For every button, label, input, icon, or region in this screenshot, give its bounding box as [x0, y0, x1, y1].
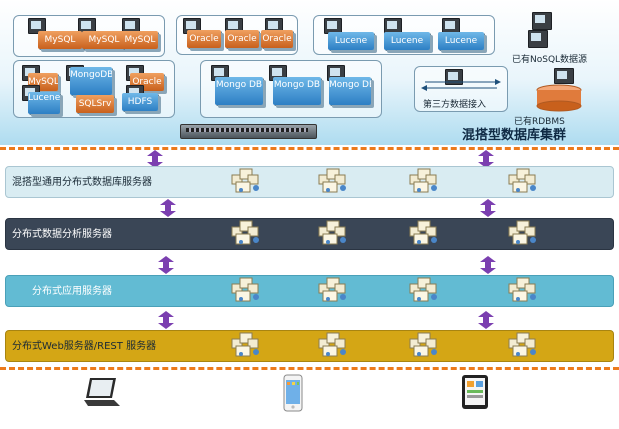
tier-label: 分布式Web服务器/REST 服务器 — [12, 340, 157, 352]
third-party-group: 第三方数据接入 — [414, 66, 508, 112]
server-node-icon — [231, 332, 260, 357]
mongodb-server: Mongo DB — [329, 77, 371, 105]
server-node-icon — [409, 332, 438, 357]
nosql-server-icon — [532, 12, 552, 30]
separator-line — [0, 367, 619, 370]
third-party-label: 第三方数据接入 — [423, 100, 487, 110]
oracle-server: Oracle — [261, 30, 293, 48]
lucene-server: Lucene — [438, 32, 484, 50]
server-node-icon — [508, 332, 537, 357]
mysql-group: MySQL MySQL MySQL — [13, 15, 165, 57]
server-node-icon — [231, 277, 260, 302]
server-node-icon — [231, 168, 260, 193]
tier-label: 分布式应用服务器 — [32, 285, 112, 297]
mongodb-server: Mongo DB — [215, 77, 263, 105]
monitor-icon — [445, 69, 463, 85]
mongodb-group: Mongo DB Mongo DB Mongo DB — [200, 60, 382, 118]
tier-label: 分布式数据分析服务器 — [12, 228, 112, 240]
oracle-server: Oracle — [225, 30, 259, 48]
mysql-server: MySQL — [82, 31, 126, 49]
server-node-icon — [508, 277, 537, 302]
switch-ports — [186, 128, 308, 132]
rdbms-label: 已有RDBMS — [514, 117, 565, 127]
oracle-server: Oracle — [187, 30, 221, 48]
smartphone-icon — [283, 374, 303, 412]
mixed-db-group: MySQL MongoDB Oracle Lucene SQLSrv HDFS — [13, 60, 175, 118]
hdfs-server: HDFS — [122, 93, 158, 111]
tablet-icon — [462, 375, 488, 409]
monitor-icon — [28, 18, 46, 34]
nosql-source-label: 已有NoSQL数据源 — [512, 55, 588, 65]
mysql-server: MySQL — [38, 31, 82, 49]
server-node-icon — [318, 277, 347, 302]
server-node-icon — [318, 332, 347, 357]
mongodb-server: MongoDB — [70, 67, 112, 95]
tier-general-db: 混搭型通用分布式数据库服务器 — [5, 166, 614, 198]
sqlsrv-server: SQLSrv — [76, 95, 114, 113]
server-node-icon — [508, 168, 537, 193]
lucene-server: Lucene — [328, 32, 374, 50]
server-node-icon — [231, 220, 260, 245]
laptop-icon — [84, 378, 120, 406]
database-cluster: MySQL MySQL MySQL Oracle Oracle Oracle L… — [0, 0, 619, 145]
database-cylinder-icon — [536, 84, 582, 112]
server-node-icon — [409, 277, 438, 302]
server-node-icon — [409, 220, 438, 245]
server-node-icon — [508, 220, 537, 245]
nosql-server-icon — [528, 30, 548, 48]
tier-label: 混搭型通用分布式数据库服务器 — [12, 176, 152, 188]
server-node-icon — [318, 220, 347, 245]
server-node-icon — [409, 168, 438, 193]
lucene-group: Lucene Lucene Lucene — [313, 15, 495, 55]
mysql-server: MySQL — [122, 31, 158, 49]
rdbms-monitor-icon — [554, 68, 574, 84]
oracle-group: Oracle Oracle Oracle — [176, 15, 298, 55]
lucene-server: Lucene — [384, 32, 430, 50]
cluster-title: 混搭型数据库集群 — [462, 128, 567, 143]
lucene-server: Lucene — [28, 92, 60, 114]
mongodb-server: Mongo DB — [273, 77, 321, 105]
separator-line — [0, 147, 619, 150]
server-node-icon — [318, 168, 347, 193]
data-flow-arrows-icon — [421, 79, 501, 91]
